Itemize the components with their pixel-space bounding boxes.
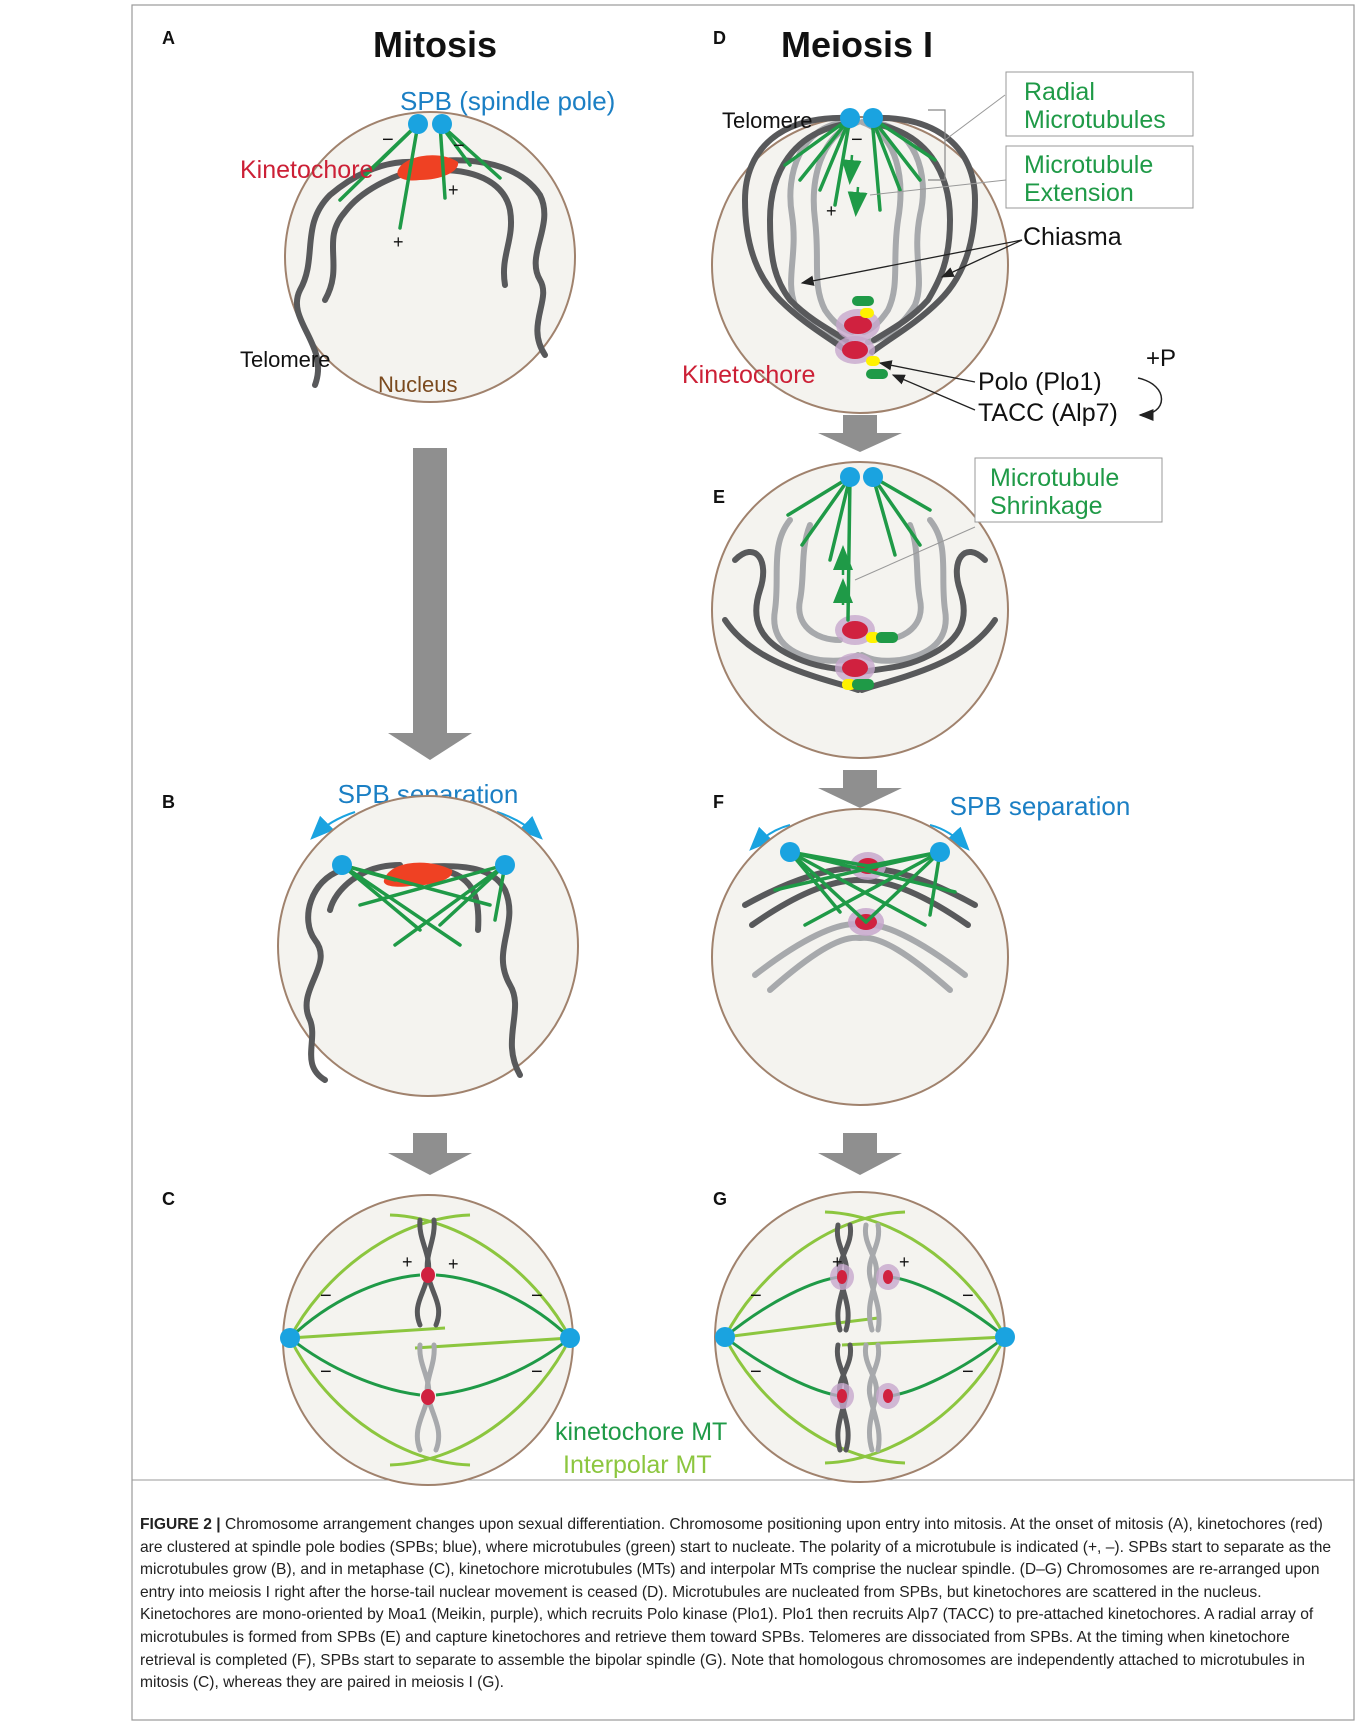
- kinetochore: [883, 1270, 893, 1284]
- nucleus: [712, 809, 1008, 1105]
- panel-letter-e: E: [713, 487, 725, 507]
- minus-sign: −: [531, 1361, 543, 1383]
- tacc-alp7: [876, 632, 898, 643]
- minus-sign: −: [531, 1285, 543, 1307]
- spb: [280, 1328, 300, 1348]
- spb: [840, 108, 860, 128]
- transition-arrow-d-to-e: [818, 415, 902, 452]
- callout-line: [945, 95, 1005, 140]
- nucleus: [715, 1192, 1005, 1482]
- figure-caption: FIGURE 2 | Chromosome arrangement change…: [140, 1514, 1340, 1695]
- kinetochore-label: Kinetochore: [240, 156, 373, 184]
- tacc-alp7: [866, 369, 888, 379]
- radial-microtubules-label: Microtubules: [1024, 106, 1166, 134]
- caption-text: Chromosome arrangement changes upon sexu…: [140, 1516, 1331, 1691]
- spb-separation-label: SPB separation: [950, 791, 1131, 821]
- minus-sign: −: [851, 129, 863, 151]
- panel-c: C + + − − − − kinetochore MT Inte: [162, 1189, 727, 1485]
- panel-e: E Microtubule Shri: [712, 458, 1162, 758]
- nucleus: [278, 796, 578, 1096]
- panel-letter-f: F: [713, 792, 724, 812]
- minus-sign: −: [320, 1285, 332, 1307]
- spb: [495, 855, 515, 875]
- plus-sign: +: [832, 1252, 843, 1272]
- transition-arrow-f-to-g: [818, 1133, 902, 1175]
- spb: [560, 1328, 580, 1348]
- radial-microtubules-label: Radial: [1024, 78, 1095, 106]
- tacc-alp7-label: TACC (Alp7): [978, 399, 1118, 427]
- kinetochore: [842, 341, 868, 359]
- chiasma-label: Chiasma: [1023, 223, 1122, 251]
- spb: [995, 1327, 1015, 1347]
- figure-label: FIGURE 2 |: [140, 1516, 221, 1533]
- kinetochore: [421, 1267, 435, 1283]
- telomere-label: Telomere: [722, 108, 812, 133]
- panel-f: F SPB separation: [712, 791, 1130, 1105]
- plus-sign: +: [402, 1252, 413, 1272]
- polo-plo1: [866, 356, 880, 366]
- minus-sign: −: [962, 1285, 974, 1307]
- microtubule-shrinkage-label: Microtubule: [990, 464, 1119, 492]
- nucleus-label: Nucleus: [378, 372, 457, 397]
- microtubule-extension-label: Microtubule: [1024, 151, 1153, 179]
- plus-sign: +: [393, 232, 404, 252]
- spb: [930, 842, 950, 862]
- kinetochore-label: Kinetochore: [682, 361, 815, 389]
- polo-plo1: [860, 308, 874, 318]
- phosphorylation-label: +P: [1146, 345, 1176, 372]
- telomere-label: Telomere: [240, 347, 330, 372]
- spb: [863, 108, 883, 128]
- minus-sign: −: [320, 1361, 332, 1383]
- kinetochore: [837, 1389, 847, 1403]
- spb: [840, 467, 860, 487]
- interpolar-mt-label: Interpolar MT: [563, 1451, 712, 1479]
- microtubule-shrinkage-label: Shrinkage: [990, 492, 1103, 520]
- polo-plo1-label: Polo (Plo1): [978, 368, 1102, 396]
- spb: [408, 114, 428, 134]
- minus-sign: −: [750, 1361, 762, 1383]
- panel-letter-c: C: [162, 1189, 175, 1209]
- phosphorylation-arrow: [1138, 378, 1162, 415]
- panel-d: D Meiosis I: [682, 24, 1193, 427]
- transition-arrow-a-to-b: [388, 448, 472, 760]
- transition-arrow-e-to-f: [818, 770, 902, 808]
- panel-g: G + +: [713, 1189, 1015, 1482]
- kinetochore: [883, 1389, 893, 1403]
- panel-letter-b: B: [162, 792, 175, 812]
- spb: [332, 855, 352, 875]
- spb: [863, 467, 883, 487]
- spb: [432, 114, 452, 134]
- kinetochore-mt-label: kinetochore MT: [555, 1418, 727, 1446]
- microtubule-extension-label: Extension: [1024, 179, 1134, 207]
- kinetochore: [421, 1389, 435, 1405]
- plus-sign: +: [448, 1254, 459, 1274]
- kinetochore: [837, 1270, 847, 1284]
- panel-letter-a: A: [162, 28, 175, 48]
- transition-arrow-b-to-c: [388, 1133, 472, 1175]
- spb: [780, 842, 800, 862]
- kinetochore: [842, 621, 868, 639]
- panel-a: A Mitosis SPB (spindle pole) − − + + Kin…: [162, 24, 615, 402]
- kinetochore: [842, 659, 868, 677]
- minus-sign: −: [382, 129, 394, 151]
- kinetochore: [844, 316, 872, 334]
- plus-sign: +: [826, 201, 837, 221]
- minus-sign: −: [750, 1285, 762, 1307]
- panel-d-title: Meiosis I: [781, 24, 933, 65]
- panel-letter-d: D: [713, 28, 726, 48]
- plus-sign: +: [899, 1252, 910, 1272]
- plus-sign: +: [448, 180, 459, 200]
- minus-sign: −: [453, 135, 465, 157]
- minus-sign: −: [962, 1361, 974, 1383]
- panel-letter-g: G: [713, 1189, 727, 1209]
- tacc-alp7: [852, 679, 874, 690]
- spb: [715, 1327, 735, 1347]
- panel-b: B SPB separation: [162, 779, 578, 1096]
- tacc-alp7: [852, 296, 874, 306]
- panel-a-title: Mitosis: [373, 24, 497, 65]
